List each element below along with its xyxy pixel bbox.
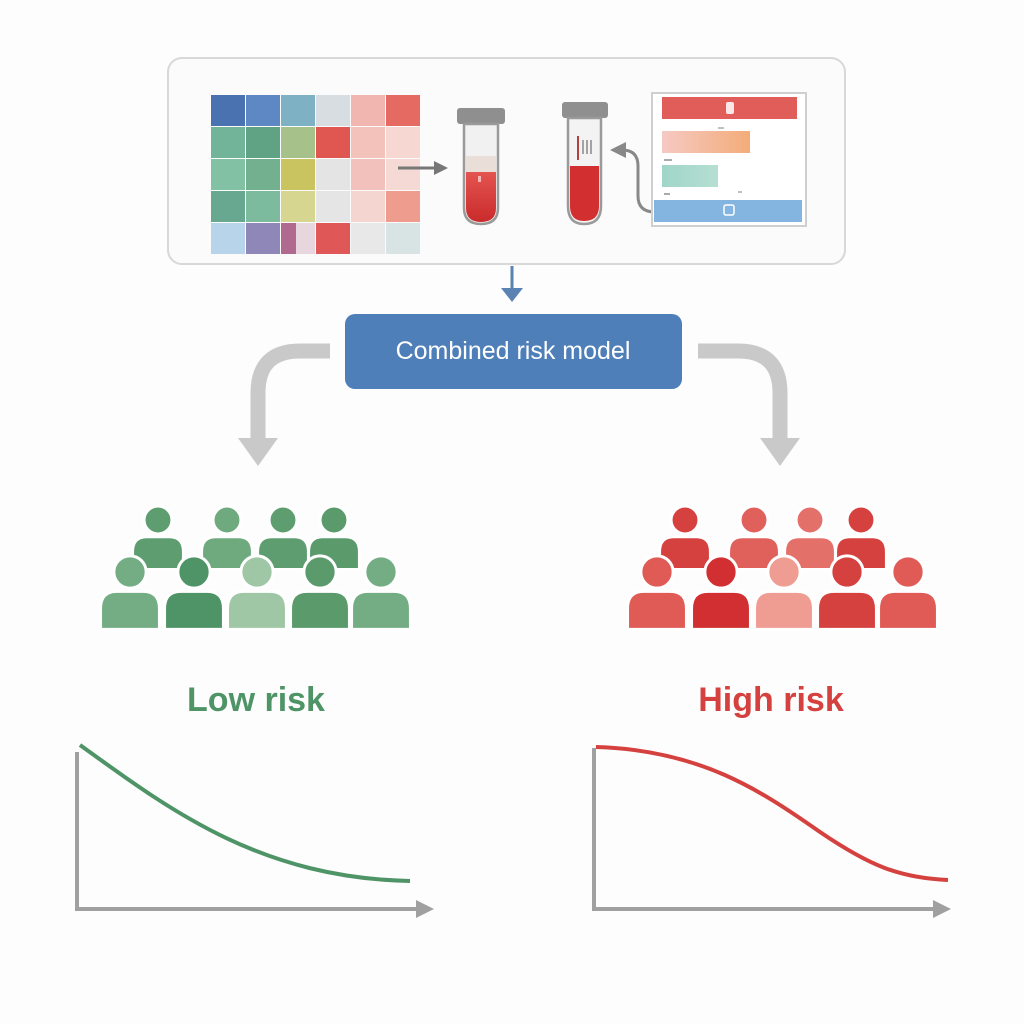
labeled-blood-tube-icon	[562, 102, 608, 226]
low-risk-curve-plot	[75, 743, 434, 918]
heatmap-cell	[246, 223, 280, 254]
heatmap-cell	[316, 95, 350, 126]
low-risk-label: Low risk	[187, 681, 325, 719]
person-icon	[307, 504, 361, 572]
heatmap-cell	[246, 127, 280, 158]
person-icon	[163, 554, 225, 631]
person-icon	[727, 504, 781, 572]
heatmap-cell	[211, 127, 245, 158]
heatmap-cell	[211, 95, 245, 126]
heatmap-cell	[351, 127, 385, 158]
report-bar	[662, 165, 718, 187]
heatmap-cell	[351, 95, 385, 126]
heatmap-cell	[211, 191, 245, 222]
heatmap-cell	[351, 159, 385, 190]
heatmap-cell	[386, 127, 420, 158]
person-icon	[690, 554, 752, 631]
model-label: Combined risk model	[396, 337, 631, 365]
high-risk-people-group	[626, 504, 939, 631]
heatmap-to-tube-arrow	[398, 161, 448, 175]
heatmap-cell	[386, 159, 420, 190]
person-icon	[131, 504, 185, 572]
person-icon	[626, 554, 688, 631]
low-risk-curve	[78, 743, 411, 883]
heatmap-cell	[281, 95, 315, 126]
person-icon	[658, 504, 712, 572]
report-card	[651, 92, 807, 227]
person-icon	[226, 554, 288, 631]
heatmap-cell	[316, 159, 350, 190]
heatmap-cell	[316, 191, 350, 222]
heatmap-cell	[281, 223, 296, 254]
heatmap-cell	[386, 191, 420, 222]
high-risk-curve-plot	[592, 745, 951, 918]
report-to-tube-arrow	[610, 142, 656, 214]
person-icon	[877, 554, 939, 631]
split-arrow-right	[698, 343, 800, 466]
heatmap-cell	[211, 159, 245, 190]
heatmap-cell	[351, 223, 385, 254]
heatmap-cell	[386, 223, 420, 254]
heatmap-cell	[296, 223, 315, 254]
low-risk-people-group	[99, 504, 412, 631]
heatmap-cell	[351, 191, 385, 222]
split-arrow-left	[238, 343, 330, 466]
heatmap-cell	[211, 223, 245, 254]
heatmap-cell	[246, 95, 280, 126]
combined-model-box: Combined risk model	[345, 314, 682, 389]
heatmap-cell	[316, 127, 350, 158]
heatmap-cell	[281, 127, 315, 158]
report-bar	[662, 131, 750, 153]
data-matrix-heatmap	[211, 95, 420, 254]
heatmap-cell	[281, 159, 315, 190]
person-icon	[289, 554, 351, 631]
panel-to-model-arrow	[501, 266, 523, 302]
person-icon	[753, 554, 815, 631]
person-icon	[816, 554, 878, 631]
person-icon	[99, 554, 161, 631]
high-risk-label: High risk	[698, 681, 844, 719]
heatmap-cell	[316, 223, 350, 254]
heatmap-cell	[246, 159, 280, 190]
heatmap-cell	[246, 191, 280, 222]
high-risk-curve	[595, 745, 949, 882]
heatmap-cell	[386, 95, 420, 126]
person-icon	[200, 504, 254, 572]
person-icon	[350, 554, 412, 631]
report-bar	[654, 200, 802, 222]
heatmap-cell	[281, 191, 315, 222]
blood-tube-icon	[457, 108, 505, 226]
